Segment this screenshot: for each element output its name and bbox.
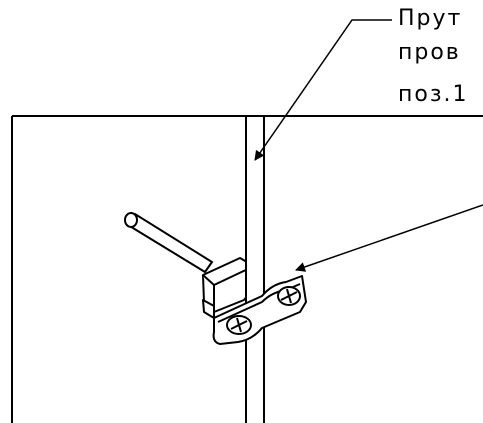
diagonal-pin — [124, 212, 214, 274]
leader-line-rod — [254, 19, 392, 161]
callout-line-2: пров — [398, 40, 461, 65]
callout-line-1: Прут — [398, 6, 463, 31]
clamp-assembly — [202, 257, 307, 345]
leader-line-clamp — [295, 204, 483, 272]
leader-lines — [254, 19, 483, 272]
callout-line-3: поз.1 — [398, 82, 469, 107]
panel-outline — [11, 115, 483, 423]
